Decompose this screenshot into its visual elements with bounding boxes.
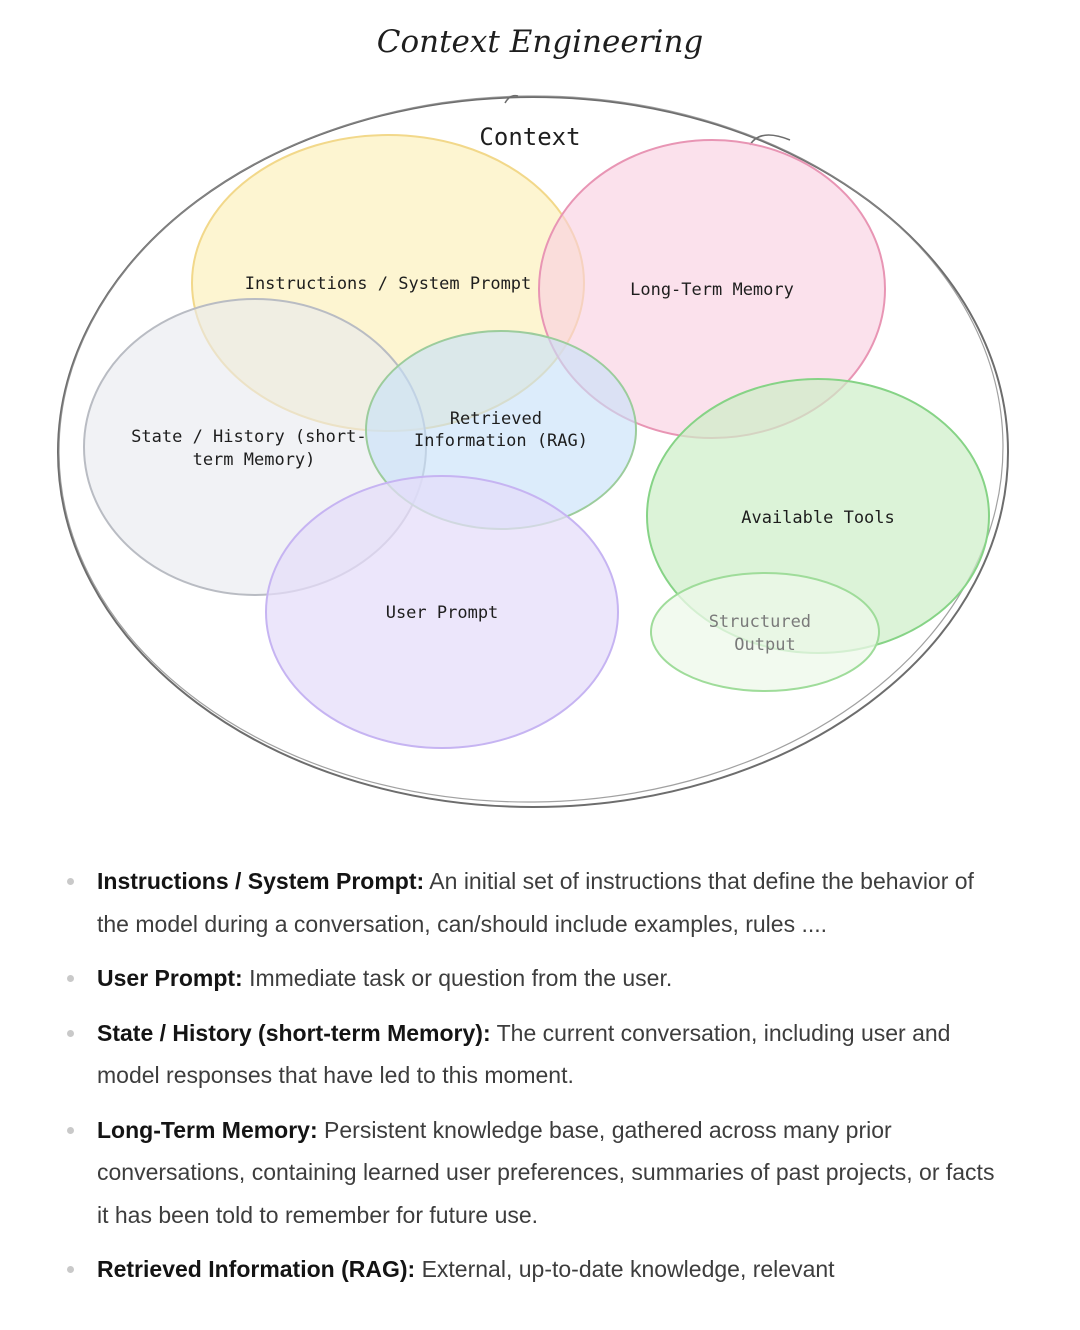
bullet-dot [67,878,74,885]
term-description: Immediate task or question from the user… [242,965,673,991]
long-term-memory-label: Long-Term Memory [630,280,794,300]
structured-output-label: Structured Output [709,612,822,655]
bullet-dot [67,1266,74,1273]
term-label: Instructions / System Prompt: [97,868,425,894]
context-engineering-diagram: Context Engineering Context Instructions… [57,24,1009,808]
term-label: User Prompt: [97,965,243,991]
available-tools-label: Available Tools [741,508,895,528]
list-item: Retrieved Information (RAG): External, u… [0,1248,1080,1291]
list-item: Instructions / System Prompt: An initial… [0,860,1080,945]
state-history-label: State / History (short- term Memory) [131,427,377,470]
term-label: Retrieved Information (RAG): [97,1256,416,1282]
bullet-dot [67,1126,74,1134]
instructions-label: Instructions / System Prompt [245,274,532,294]
term-label: Long-Term Memory: [97,1116,318,1143]
context-ellipse [57,94,1009,808]
definitions-list: Instructions / System Prompt: An initial… [0,860,1080,1303]
term-description: Persistent knowledge base, gathered acro… [97,1116,995,1228]
rag-label: Retrieved Information (RAG) [414,409,588,451]
bullet-dot [67,1029,74,1037]
term-label: State / History (short-term Memory): [97,1019,491,1046]
long-term-memory-region: Long-Term Memory [538,139,886,439]
structured-output-region: Structured Output [650,572,880,692]
list-item: State / History (short-term Memory): The… [0,1012,1080,1097]
list-item: Long-Term Memory: Persistent knowledge b… [0,1109,1080,1237]
diagram-title: Context Engineering [377,24,704,60]
context-label: Context [479,123,580,151]
term-description: An initial set of instructions that defi… [97,868,974,937]
user-prompt-label: User Prompt [386,603,499,623]
bullet-dot [67,975,74,982]
term-description: The current conversation, including user… [97,1019,951,1089]
user-prompt-region: User Prompt [265,475,619,749]
term-description: External, up-to-date knowledge, relevant [415,1256,835,1282]
list-item: User Prompt: Immediate task or question … [0,957,1080,1000]
